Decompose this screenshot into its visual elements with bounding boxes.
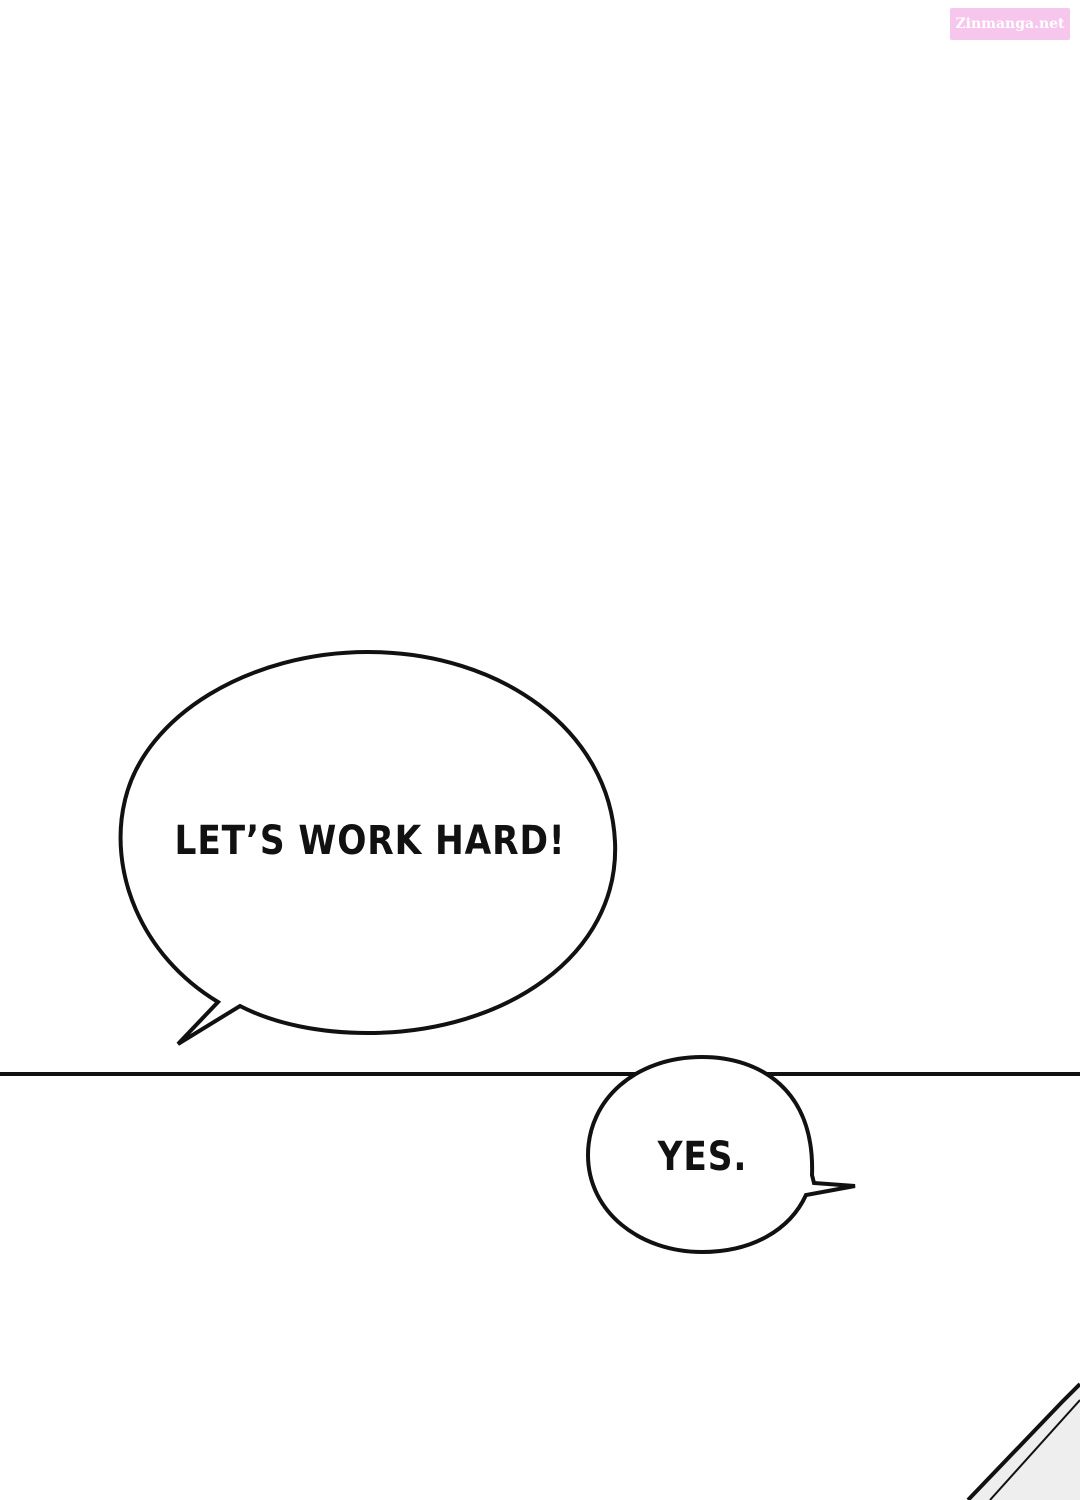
corner-object-inner-line: [989, 1399, 1080, 1500]
speech-bubble-small: [585, 1054, 856, 1255]
speech-text-lets-work-hard: LET’S WORK HARD!: [174, 818, 566, 864]
watermark-label: Zinmanga.net: [950, 8, 1070, 40]
corner-object-outline: [966, 1382, 1080, 1500]
speech-bubble-large: [118, 649, 618, 1046]
speech-text-yes: YES.: [657, 1134, 748, 1180]
